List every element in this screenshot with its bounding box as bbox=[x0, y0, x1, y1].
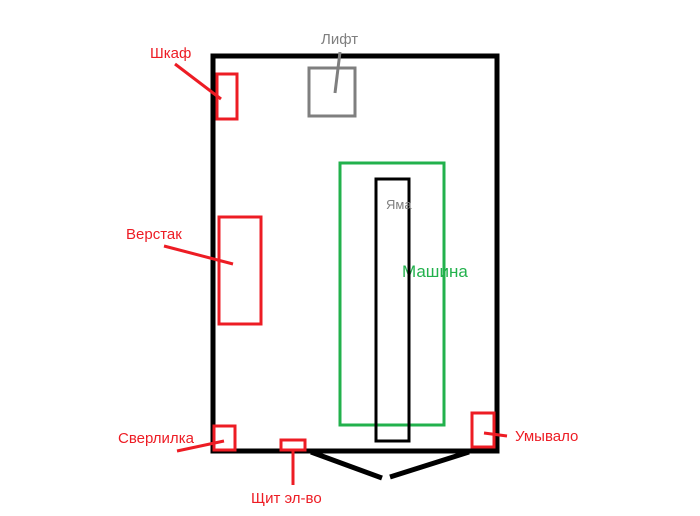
drill bbox=[212, 424, 237, 452]
lift-label: Лифт bbox=[321, 31, 358, 48]
workbench-label: Верстак bbox=[126, 226, 182, 243]
lift bbox=[307, 66, 357, 118]
workbench bbox=[217, 215, 263, 326]
sink-label: Умывало bbox=[515, 428, 578, 445]
workbench-pointer bbox=[163, 244, 234, 266]
sink-pointer bbox=[483, 431, 508, 438]
pit-label: Яма bbox=[386, 197, 412, 212]
car-label: Машина bbox=[402, 262, 468, 281]
pit bbox=[374, 177, 411, 443]
car bbox=[338, 161, 446, 427]
lift-pointer bbox=[333, 51, 342, 94]
drill-pointer bbox=[176, 439, 225, 453]
panel-label: Щит эл-во bbox=[251, 490, 322, 507]
drill-label: Сверлилка bbox=[118, 430, 195, 447]
door-right bbox=[389, 449, 470, 480]
garage-walls bbox=[210, 53, 500, 454]
door-left bbox=[310, 449, 383, 481]
sink bbox=[470, 411, 496, 449]
electrical-panel bbox=[279, 438, 307, 452]
cabinet-label: Шкаф bbox=[150, 45, 191, 62]
cabinet-pointer bbox=[174, 62, 222, 101]
